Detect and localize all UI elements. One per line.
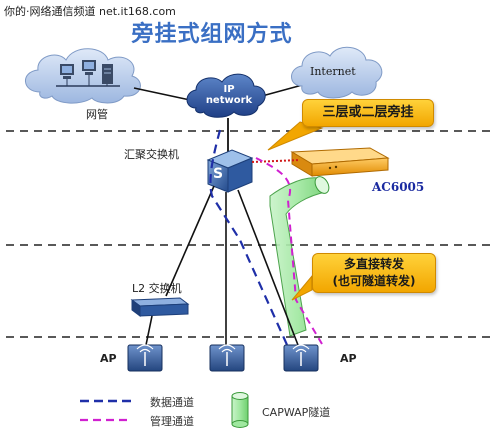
page-title: 旁挂式组网方式	[131, 21, 293, 47]
internet-cloud	[291, 46, 383, 99]
l2-switch-label: L2 交换机	[132, 282, 182, 295]
access-point-left-icon	[127, 344, 163, 372]
link-l2-ap-left	[145, 315, 153, 346]
callout-side-mount: 三层或二层旁挂	[302, 99, 434, 127]
capwap-tunnel	[269, 176, 330, 337]
l2-switch-icon	[130, 297, 190, 317]
nms-label: 网管	[86, 108, 108, 121]
server-icon	[102, 64, 113, 84]
callout-side-mount-text: 三层或二层旁挂	[322, 105, 414, 120]
ac6005-device	[290, 147, 390, 177]
watermark: 你的·网络通信频道 net.it168.com	[4, 5, 176, 18]
internet-label: Internet	[310, 65, 356, 78]
callout-direct-forward: 多直接转发 (也可隧道转发)	[312, 253, 436, 293]
ac6005-label: AC6005	[372, 180, 425, 194]
access-point-center-icon	[209, 344, 245, 372]
aggregation-switch-label: 汇聚交换机	[124, 148, 179, 161]
callout-direct-forward-line2: (也可隧道转发)	[332, 274, 416, 288]
callout-direct-forward-line1: 多直接转发	[343, 257, 404, 271]
link-switch-l2	[165, 185, 215, 297]
legend-data-label: 数据通道	[150, 396, 194, 409]
legend-tunnel-icon	[231, 392, 249, 428]
computer-icon	[60, 64, 74, 79]
ip-network-label: IP network	[205, 84, 253, 106]
ap-right-label: AP	[340, 352, 357, 365]
ap-left-label: AP	[100, 352, 117, 365]
management-channel-path	[255, 157, 323, 345]
aggregation-switch-icon	[206, 149, 254, 193]
link-nms-ip	[133, 87, 191, 101]
legend-mgmt-label: 管理通道	[150, 415, 194, 428]
switch-letter: S	[213, 166, 224, 182]
data-channel-path	[209, 129, 294, 357]
ip-network-cloud	[186, 73, 266, 118]
nms-cloud	[25, 48, 141, 104]
legend-tunnel-label: CAPWAP隧道	[262, 406, 331, 419]
link-switch-ap-right	[237, 189, 299, 346]
access-point-right-icon	[283, 344, 319, 372]
computer-icon	[82, 60, 96, 75]
link-switch-ac	[251, 159, 301, 163]
